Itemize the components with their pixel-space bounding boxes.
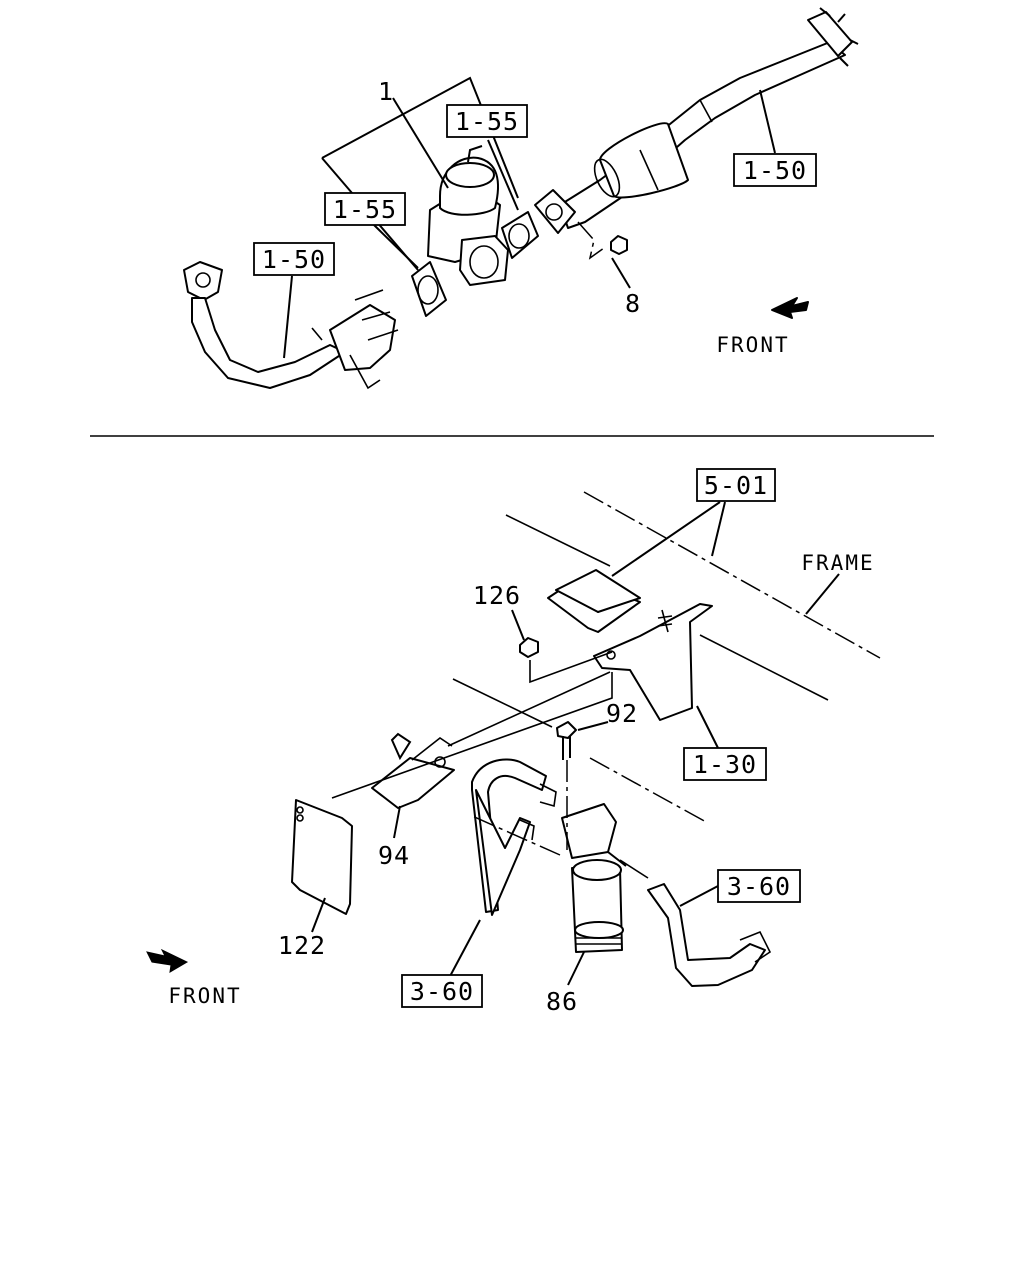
callout-8: 8 <box>625 289 641 318</box>
nut <box>610 235 628 255</box>
nut-126 <box>519 637 539 658</box>
gasket-left <box>411 261 447 317</box>
front-arrow-icon <box>771 297 809 319</box>
ref-1-50-left: 1-50 <box>262 245 326 274</box>
ref-3-60-bottom: 3-60 <box>410 977 474 1006</box>
ref-box-1-55-left <box>324 192 406 226</box>
catalytic-converter <box>427 145 509 286</box>
fuel-filter-section: 5-01 FRAME 126 92 1-30 94 3-60 122 3-60 … <box>146 468 881 1016</box>
ref-box-3-60-right <box>717 869 801 903</box>
ref-1-55-top: 1-55 <box>455 107 519 136</box>
ref-1-30: 1-30 <box>693 750 757 779</box>
frame-label: FRAME <box>801 551 874 575</box>
ref-3-60-right: 3-60 <box>727 872 791 901</box>
front-exhaust-pipe <box>183 261 399 390</box>
callout-1: 1 <box>378 77 394 106</box>
lower-leader-lines <box>311 501 726 986</box>
ref-box-1-50-right <box>733 153 817 187</box>
front-arrow-lower-icon <box>146 948 189 973</box>
cover-122 <box>291 799 353 915</box>
ref-box-3-60-bottom <box>401 974 483 1008</box>
ref-1-55-left: 1-55 <box>333 195 397 224</box>
fuel-filter-86 <box>561 803 627 953</box>
exhaust-section: 1 1-55 1-55 1-50 1-50 8 FRONT <box>183 7 859 390</box>
ref-box-5-01 <box>696 468 776 502</box>
callout-126: 126 <box>473 581 521 610</box>
plate-94 <box>371 732 455 809</box>
bolt-92 <box>556 721 577 760</box>
lower-connection-lines <box>331 651 613 856</box>
front-label-lower: FRONT <box>168 984 241 1008</box>
ref-5-01: 5-01 <box>704 471 768 500</box>
callout-122: 122 <box>278 931 326 960</box>
callout-86: 86 <box>546 987 578 1016</box>
callout-94: 94 <box>378 841 410 870</box>
rear-exhaust-pipe <box>534 7 859 234</box>
callout-92: 92 <box>606 699 638 728</box>
ref-box-1-55-top <box>446 104 528 138</box>
frame-outline <box>452 491 881 824</box>
ref-1-50-right: 1-50 <box>743 156 807 185</box>
gasket-right <box>501 211 539 259</box>
mounting-bracket <box>547 569 713 721</box>
ref-box-1-50-left <box>253 242 335 276</box>
front-label-upper: FRONT <box>716 333 789 357</box>
fuel-hoses <box>471 758 772 987</box>
ref-box-1-30 <box>683 747 767 781</box>
